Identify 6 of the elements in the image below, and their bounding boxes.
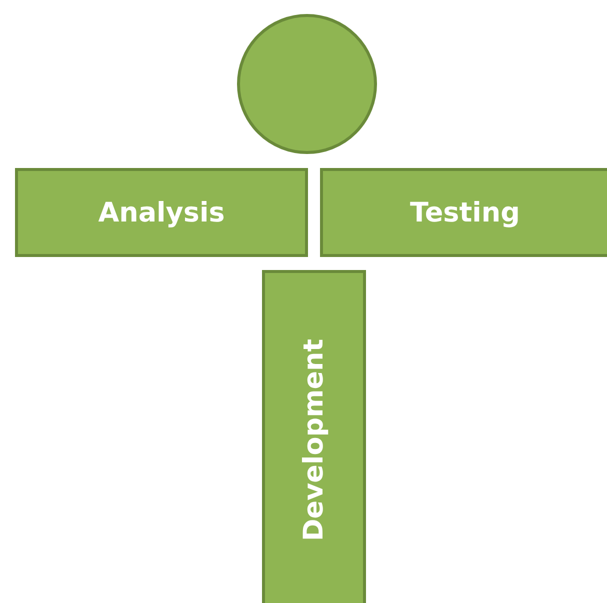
box-label: Testing <box>410 197 520 228</box>
process-box <box>15 168 308 257</box>
box-label: Development <box>298 338 330 542</box>
process-box <box>262 270 366 603</box>
process-box <box>320 168 607 257</box>
box-label: Analysis <box>98 197 225 228</box>
